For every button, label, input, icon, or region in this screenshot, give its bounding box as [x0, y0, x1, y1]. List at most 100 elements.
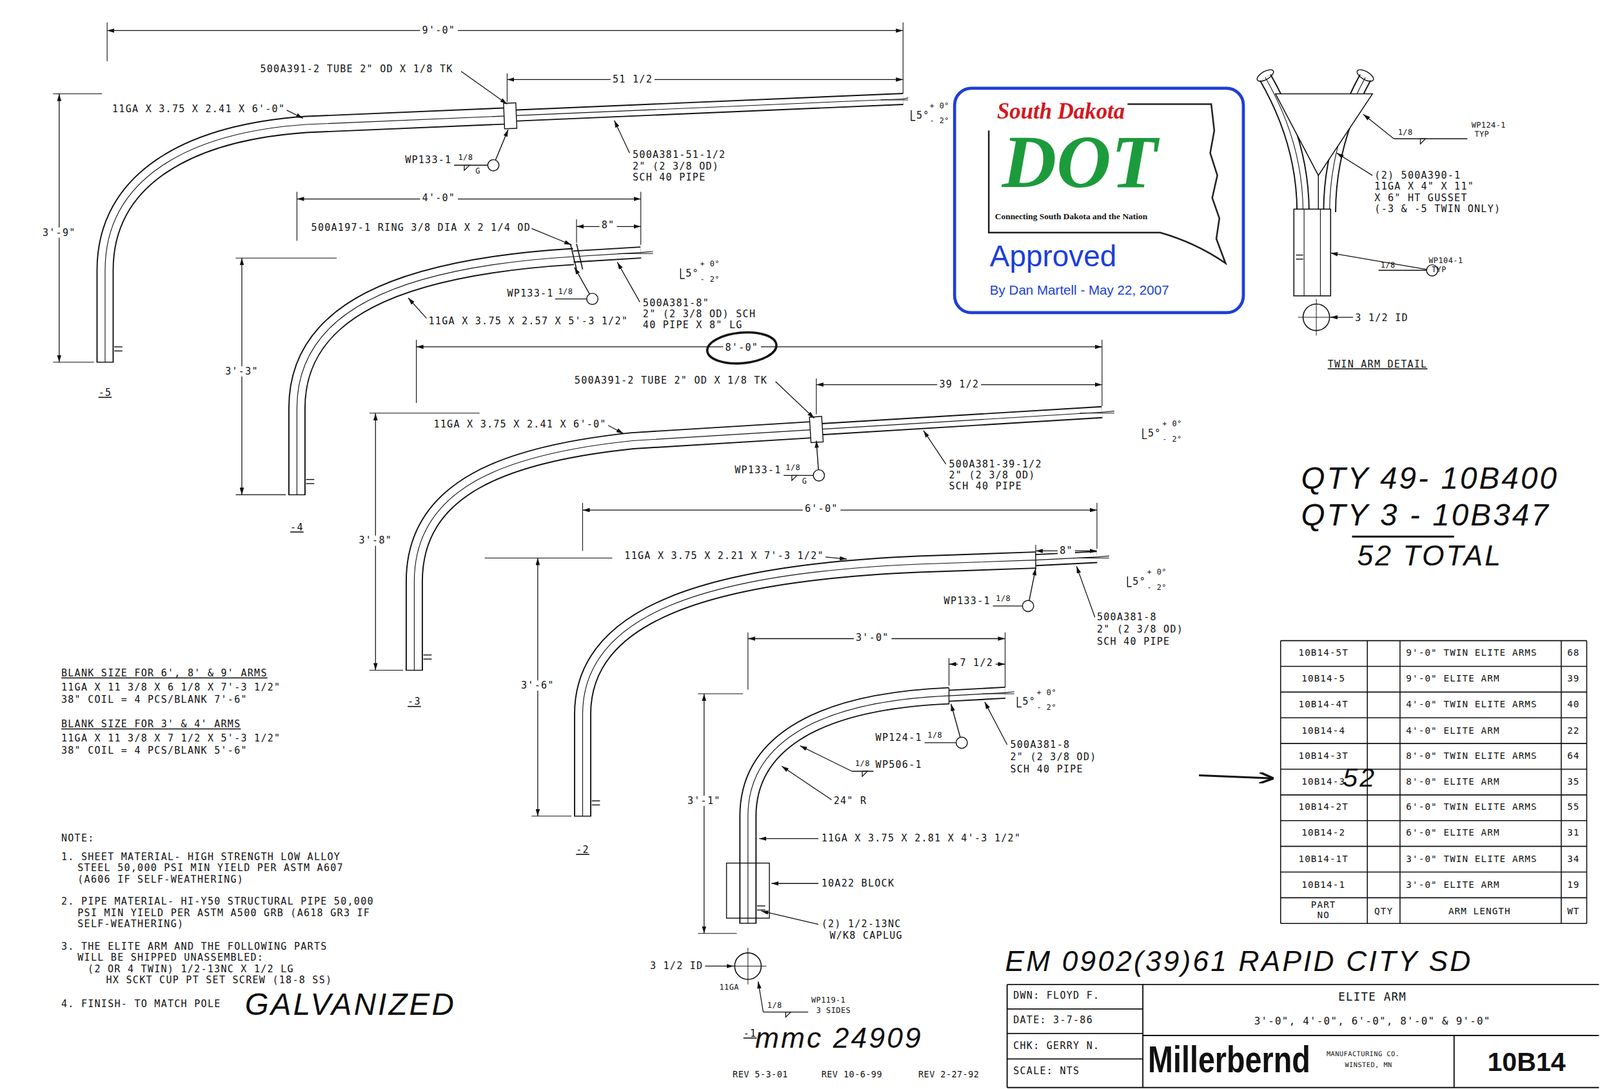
leader-line: [984, 702, 1008, 745]
extension-line: [1096, 503, 1097, 549]
extension-line: [296, 191, 298, 241]
extension-line: [369, 670, 404, 671]
set-screw: [114, 350, 123, 352]
dimension-line: [107, 30, 903, 31]
table-cell: 10B14-1T: [1298, 854, 1348, 865]
drawing-label: 500A381-8: [1096, 612, 1157, 623]
tube-edge: [816, 412, 1103, 430]
stamp-text: South Dakota: [997, 98, 1125, 123]
angle-line: [1074, 557, 1110, 559]
angle-mark: [911, 110, 916, 121]
table-rule: [1399, 641, 1401, 925]
extension-line: [902, 22, 904, 95]
drawing-label: 24" R: [833, 795, 868, 807]
drawing-label: WP133-1: [506, 288, 554, 300]
leader-line: [1336, 152, 1373, 176]
angle-line: [618, 253, 654, 255]
drawing-label: 5°: [916, 110, 930, 122]
handwritten-circle: [706, 329, 778, 367]
drawing-label: 11GA X 11 3/8 X 6 1/8 X 7'-3 1/2": [61, 682, 281, 694]
extension-line: [415, 339, 417, 404]
drawing-label: DATE: 3-7-86: [1013, 1015, 1094, 1027]
dimension-text: 6'-0": [802, 504, 841, 516]
column-line: [1320, 208, 1321, 296]
dimension-text: 7 1/2: [957, 658, 996, 670]
tube-edge: [1035, 557, 1097, 561]
weld-all-around: [956, 737, 968, 749]
drawing-label: 5°: [1132, 576, 1146, 588]
title-block-rule: [1006, 984, 1008, 1088]
tube-end: [739, 922, 757, 924]
drawing-label: 10A22 BLOCK: [821, 878, 895, 890]
drawing-label: SCALE: NTS: [1013, 1066, 1080, 1077]
extension-line: [52, 93, 102, 95]
table-cell: 6'-0" ELITE ARM: [1405, 828, 1500, 840]
drawing-label: 1/8: [1398, 128, 1413, 137]
tube-seam: [582, 560, 1036, 817]
tube-edge: [949, 692, 1006, 696]
dimension-line: [703, 693, 705, 934]
tube-edge: [582, 560, 1036, 817]
leader-line: [614, 120, 631, 154]
table-cell: 10B14-4: [1301, 726, 1346, 737]
fillet-symbol: [785, 1012, 791, 1018]
extension-line: [369, 412, 480, 414]
drawing-label: DWN: FLOYD F.: [1013, 990, 1100, 1002]
dimension-text: 3'-0": [853, 632, 892, 644]
angle-line: [1079, 412, 1115, 414]
table-cell: 9'-0" ELITE ARM: [1405, 674, 1500, 685]
weld-reference-line: [783, 475, 814, 476]
drawing-label: 500A381-51-1/2: [632, 150, 726, 162]
tube-edge: [748, 695, 950, 924]
center-line: [747, 948, 749, 985]
drawing-label: PSI MIN YIELD PER ASTM A500 GRB (A618 GR…: [77, 908, 371, 919]
weld-leader: [1363, 114, 1394, 139]
drawing-label: 38" COIL = 4 PCS/BLANK 5'-6": [61, 746, 248, 758]
drawing-label: 11GA: [719, 983, 740, 992]
dimension-text: 9'-0": [419, 25, 458, 37]
leader-line: [286, 110, 304, 119]
angle-line: [880, 99, 909, 101]
block: [726, 863, 770, 919]
drawing-label: MANUFACTURING CO.: [1326, 1051, 1400, 1059]
leader-line: [531, 228, 572, 245]
drawing-label: HX SCKT CUP PT SET SCREW (18-8 SS): [106, 975, 333, 987]
drawing-label: WP133-1: [734, 465, 781, 477]
drawing-label: 11GA X 3.75 X 2.41 X 6'-0": [433, 419, 607, 431]
table-cell: 10B14-2T: [1298, 803, 1348, 814]
drawing-label: SCH 40 PIPE: [632, 172, 706, 184]
extension-line: [236, 257, 338, 259]
table-cell: 6'-0" TWIN ELITE ARMS: [1405, 803, 1537, 814]
weld-reference-line: [924, 742, 957, 743]
weld-reference-line: [1378, 270, 1427, 271]
drawing-label: WP119-1: [811, 997, 846, 1006]
drawing-label: W/K8 CAPLUG: [829, 930, 903, 942]
dimension-line: [506, 79, 903, 80]
drawing-label: 2" (2 3/8 OD): [949, 470, 1036, 482]
table-rule: [1280, 922, 1588, 925]
extension-line: [1035, 544, 1036, 551]
tube-fill: [1035, 557, 1097, 561]
drawing-label: - 2°: [1037, 704, 1057, 713]
drawing-label: REV 2-27-92: [918, 1070, 979, 1081]
drawing-label: + 0°: [1146, 568, 1166, 577]
angle-line: [1096, 555, 1110, 558]
fillet-symbol: [791, 475, 798, 481]
handwritten-note: mmc 24909: [755, 1023, 923, 1056]
dimension-text: 8": [1057, 546, 1076, 558]
weld-all-around: [487, 159, 499, 171]
drawing-label: 11GA X 4" X 11": [1374, 181, 1475, 193]
drawing-label: 40 PIPE X 8" LG: [642, 320, 743, 332]
extension-line: [582, 503, 583, 551]
set-screw: [423, 658, 433, 660]
drawing-label: -1: [743, 1028, 758, 1040]
extension-line: [747, 632, 749, 691]
drawing-label: 1/8: [785, 464, 801, 473]
table-cell: 10B14-3T: [1298, 751, 1348, 763]
set-screw: [757, 909, 766, 911]
tube-end: [573, 815, 592, 817]
drawing-label: 5°: [1022, 697, 1036, 709]
sleeve: [503, 102, 518, 129]
leader-line: [608, 425, 624, 435]
drawing-label: 500A381-8: [1009, 739, 1070, 751]
